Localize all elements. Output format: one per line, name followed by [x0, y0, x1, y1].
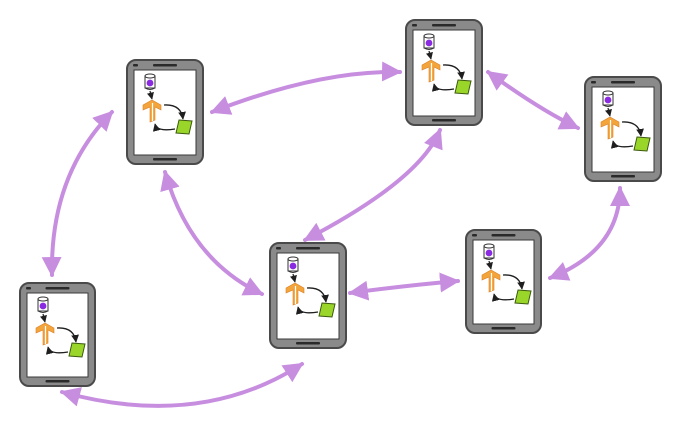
home-bar: [491, 327, 516, 330]
data-point-dot: [146, 79, 154, 87]
phone-device: [19, 282, 96, 387]
db-to-model-arrow: [289, 273, 297, 283]
bidirectional-link-phone-7-phone-3: [348, 272, 460, 301]
home-bar: [153, 158, 177, 161]
db-to-model-arrow: [485, 260, 493, 270]
sync-arrows-icon: [295, 287, 329, 315]
data-card-icon: [175, 119, 193, 135]
model-logo-icon: [35, 322, 55, 346]
home-bar: [432, 119, 456, 122]
device-nodes: [19, 19, 662, 387]
model-logo-icon: [481, 269, 501, 293]
bidirectional-link-phone-4-phone-5: [60, 362, 304, 408]
bidirectional-link-phone-3-phone-6: [486, 70, 580, 130]
camera-dot: [133, 64, 138, 67]
data-point-dot: [289, 262, 297, 270]
data-card-icon: [68, 342, 86, 358]
database-icon: [144, 73, 156, 90]
home-bar: [296, 342, 320, 345]
data-point-dot: [485, 249, 493, 257]
phone-screen: [276, 252, 340, 340]
data-card-icon: [318, 302, 336, 318]
database-icon: [37, 296, 49, 313]
database-icon: [483, 243, 495, 260]
phone-screen: [591, 86, 655, 173]
speaker-slot: [432, 24, 456, 27]
phone-screen: [412, 29, 476, 117]
speaker-slot: [491, 234, 516, 237]
db-to-model-arrow: [604, 107, 612, 117]
phone-screen: [133, 69, 197, 156]
db-to-model-arrow: [146, 90, 154, 100]
phone-device: [405, 19, 483, 126]
model-logo-icon: [142, 99, 162, 123]
data-card-icon: [514, 289, 532, 305]
home-bar: [45, 380, 70, 383]
bidirectional-link-phone-2-phone-3: [303, 128, 443, 242]
sync-arrows-icon: [610, 121, 644, 149]
camera-dot: [412, 24, 417, 27]
home-bar: [611, 175, 635, 178]
database-icon: [287, 256, 299, 273]
speaker-slot: [296, 247, 320, 250]
bidirectional-link-phone-1-phone-4: [41, 110, 114, 277]
model-logo-icon: [285, 282, 305, 306]
sync-arrows-icon: [431, 64, 465, 92]
model-logo-icon: [600, 116, 620, 140]
db-to-model-arrow: [425, 50, 433, 60]
data-point-dot: [425, 39, 433, 47]
speaker-slot: [153, 64, 177, 67]
sync-arrows-icon: [45, 327, 79, 355]
camera-dot: [276, 247, 281, 250]
connection-links: [41, 61, 630, 408]
data-point-dot: [39, 302, 47, 310]
camera-dot: [591, 81, 596, 84]
phone-screen: [26, 292, 89, 378]
speaker-slot: [611, 81, 635, 84]
speaker-slot: [45, 287, 70, 290]
database-icon: [423, 33, 435, 50]
bidirectional-link-phone-1-phone-2: [210, 61, 402, 115]
phone-device: [584, 76, 662, 182]
data-card-icon: [454, 79, 472, 95]
phone-device: [465, 229, 542, 334]
phone-screen: [472, 239, 535, 325]
bidirectional-link-phone-6-phone-7: [548, 186, 630, 281]
camera-dot: [472, 234, 477, 237]
phone-device: [269, 242, 347, 349]
database-icon: [602, 90, 614, 107]
bidirectional-link-phone-2-phone-5: [160, 170, 264, 296]
data-card-icon: [633, 136, 651, 152]
sync-arrows-icon: [152, 104, 186, 132]
data-point-dot: [604, 96, 612, 104]
model-logo-icon: [421, 59, 441, 83]
phone-device: [126, 59, 204, 165]
db-to-model-arrow: [39, 313, 47, 323]
camera-dot: [26, 287, 31, 290]
sync-arrows-icon: [491, 274, 525, 302]
